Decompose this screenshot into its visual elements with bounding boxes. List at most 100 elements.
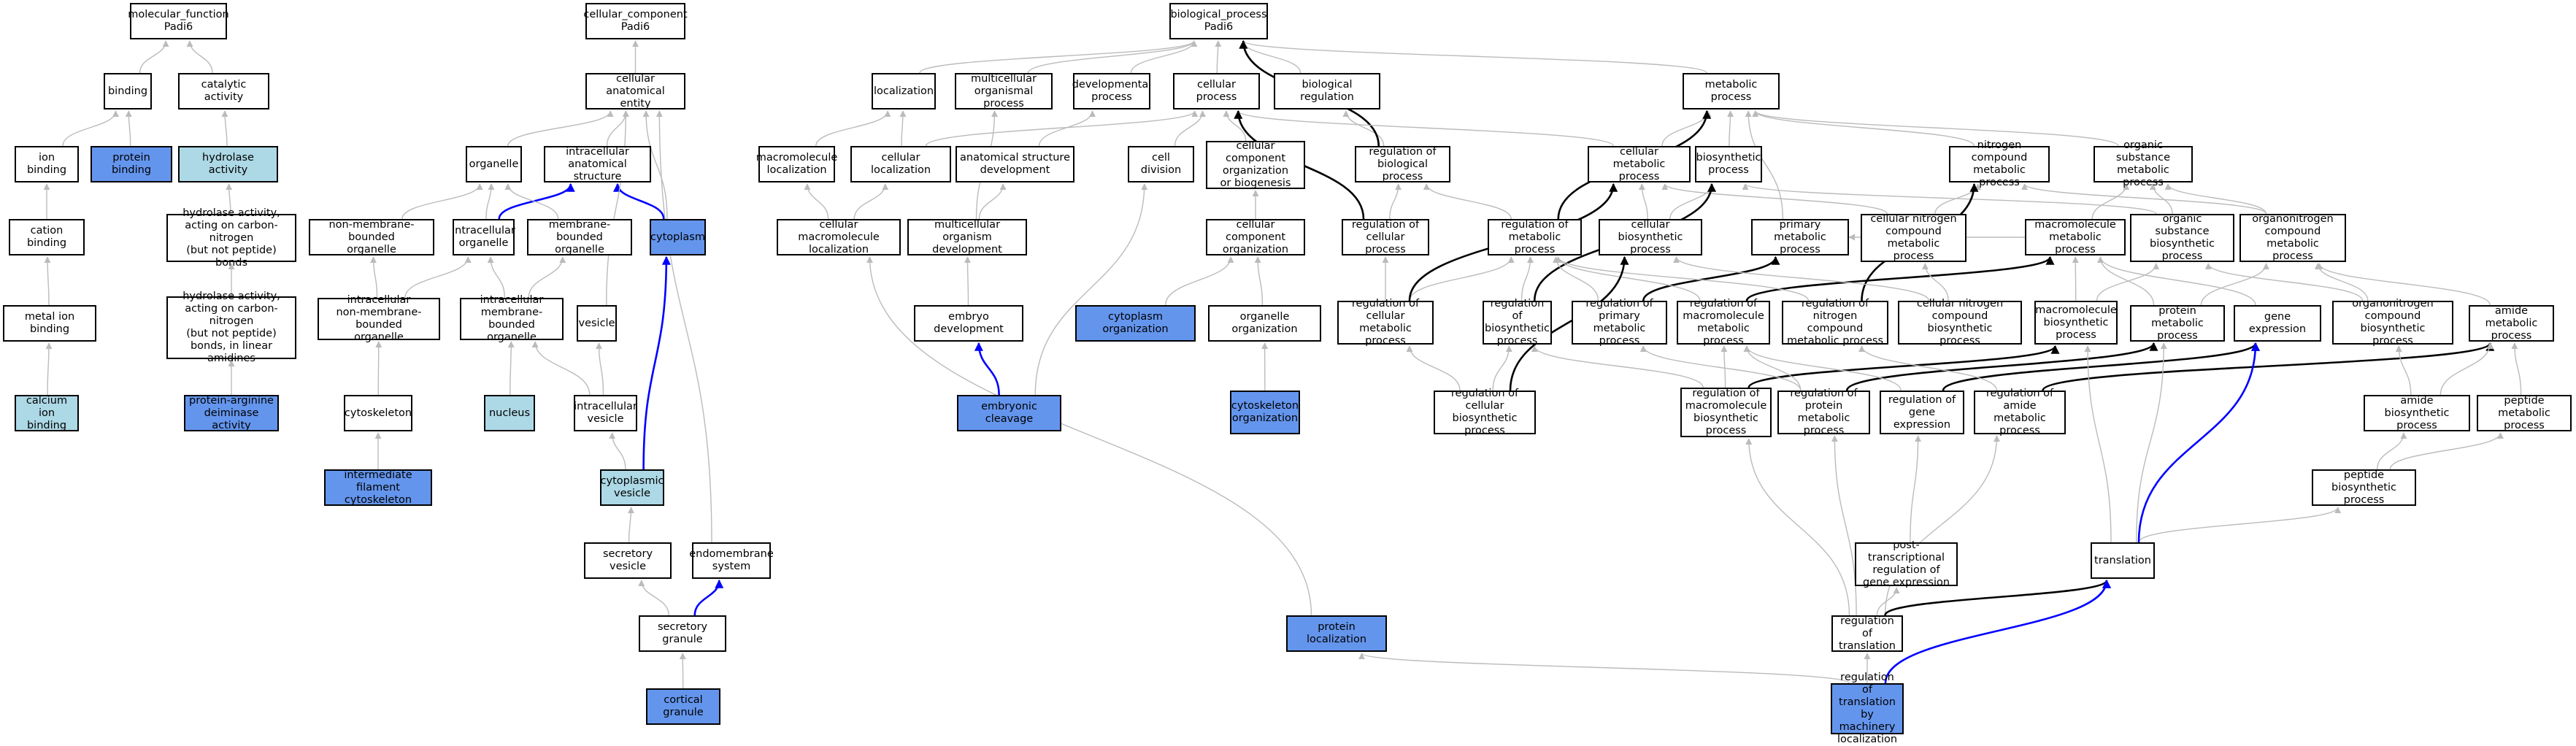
edge-regtransmach-to-translation xyxy=(1885,580,2107,683)
go-term-macromolecule-metabolic-process: macromolecule metabolic process xyxy=(2025,219,2126,255)
edge-regprotmet-to-regprim xyxy=(1643,346,1801,391)
go-term-anatomical-structure-development: anatomical structure development xyxy=(956,146,1074,182)
edge-imbo-to-io xyxy=(491,257,504,298)
edge-embdev-to-mod xyxy=(968,257,969,305)
edge-nucleus-to-imbo xyxy=(510,342,512,395)
go-term-hydrolase-activity-acting-on-carbon-nitrogen-but-not-peptide-bonds-in-linear-amidines: hydrolase activity, acting on carbon-nit… xyxy=(166,296,296,359)
go-term-intracellular-organelle: intracellular organelle xyxy=(453,219,515,255)
edge-vesicle-to-cae xyxy=(607,111,626,305)
edge-regcellbio-to-regbiosyn xyxy=(1493,346,1509,391)
go-term-peptide-biosynthetic-process: peptide biosynthetic process xyxy=(2312,469,2416,506)
edge-ivesicle-to-vesicle xyxy=(599,343,604,395)
edge-metproc-to-bp xyxy=(1243,41,1707,73)
go-term-cytoplasm: cytoplasm xyxy=(650,219,706,255)
edge-calcium-to-metalbind xyxy=(47,343,49,395)
edge-regmacrobio-to-macrobiosyn xyxy=(1749,346,2056,388)
go-term-secretory-granule: secretory granule xyxy=(639,615,726,652)
go-term-protein-metabolic-process: protein metabolic process xyxy=(2130,305,2225,342)
edge-regprotmet-to-regmacro xyxy=(1747,346,1801,391)
go-term-post-transcriptional-regulation-of-gene-expression: post-transcriptional regulation of gene … xyxy=(1855,542,1958,586)
edge-celldiv-to-cellproc xyxy=(1175,111,1203,146)
edge-inmbo-to-io xyxy=(405,257,468,298)
go-term-regulation-of-primary-metabolic-process: regulation of primary metabolic process xyxy=(1572,301,1667,345)
edge-cvesicle-to-ivesicle xyxy=(612,433,626,469)
go-term-secretory-vesicle: secretory vesicle xyxy=(584,542,672,579)
edge-regtrans-to-regmacrobio xyxy=(1749,439,1850,615)
edge-regmet-to-regbio xyxy=(1426,184,1511,219)
edge-translation-to-peptbiosyn xyxy=(2139,507,2338,542)
go-term-regulation-of-biological-process: regulation of biological process xyxy=(1355,146,1450,182)
go-term-binding: binding xyxy=(104,73,152,109)
go-term-cellular-macromolecule-localization: cellular macromolecule localization xyxy=(777,219,901,255)
go-term-cellular-process: cellular process xyxy=(1173,73,1260,109)
edge-ionbind-to-binding xyxy=(63,111,116,146)
go-term-primary-metabolic-process: primary metabolic process xyxy=(1751,219,1849,255)
go-term-developmental-process: developmental process xyxy=(1073,73,1150,109)
go-term-embryonic-cleavage: embryonic cleavage xyxy=(957,395,1061,431)
go-term-non-membrane-bounded-organelle: non-membrane-bounded organelle xyxy=(309,219,434,255)
go-term-cytoplasm-organization: cytoplasm organization xyxy=(1075,305,1196,342)
go-term-multicellular-organism-development: multicellular organism development xyxy=(907,219,1027,255)
go-term-regulation-of-amide-metabolic-process: regulation of amide metabolic process xyxy=(1974,391,2066,434)
go-term-cell-division: cell division xyxy=(1128,146,1194,182)
edge-catalytic-to-mf xyxy=(190,41,212,73)
edge-inmbo-to-nmbo xyxy=(374,257,377,298)
go-term-intracellular-non-membrane-bounded-organelle: intracellular non-membrane-bounded organ… xyxy=(318,298,440,340)
go-term-hydrolase-activity-acting-on-carbon-nitrogen-but-not-peptide-bonds: hydrolase activity, acting on carbon-nit… xyxy=(166,214,296,262)
edge-regmacro-to-regmet xyxy=(1558,257,1700,301)
go-term-cortical-granule: cortical granule xyxy=(646,688,720,725)
go-term-vesicle: vesicle xyxy=(577,305,617,342)
edge-regmacro-to-macromet xyxy=(1747,257,2050,301)
go-term-regulation-of-macromolecule-metabolic-process: regulation of macromolecule metabolic pr… xyxy=(1677,301,1770,345)
edge-protbind-to-binding xyxy=(128,111,131,146)
go-term-intracellular-anatomical-structure: intracellular anatomical structure xyxy=(544,146,651,182)
go-term-biological-regulation: biological regulation xyxy=(1274,73,1380,109)
edge-embcleav-to-embdev xyxy=(979,343,999,395)
edge-embcleav-to-celldiv xyxy=(1035,184,1145,395)
go-term-amide-biosynthetic-process: amide biosynthetic process xyxy=(2364,395,2470,431)
go-term-cellular-localization: cellular localization xyxy=(850,146,951,182)
edge-ivesicle-to-imbo xyxy=(535,342,590,395)
go-term-cellular-component-padi6: cellular_component Padi6 xyxy=(585,3,685,39)
go-term-nucleus: nucleus xyxy=(484,395,535,431)
go-term-cellular-biosynthetic-process: cellular biosynthetic process xyxy=(1599,219,1702,255)
go-term-ion-binding: ion binding xyxy=(15,146,79,182)
go-term-endomembrane-system: endomembrane system xyxy=(692,542,771,579)
edge-cmloc-to-cellloc xyxy=(854,184,885,219)
edge-orgorg-to-cco xyxy=(1258,257,1262,305)
edge-cellbiosyn-to-cellmet xyxy=(1642,184,1648,219)
edge-organelle-to-cae xyxy=(508,111,611,146)
edge-osmet-to-metproc xyxy=(1756,111,2118,146)
go-term-cytoskeleton: cytoskeleton xyxy=(344,395,412,431)
edge-imbo-to-mbo xyxy=(528,257,563,298)
go-term-regulation-of-cellular-process: regulation of cellular process xyxy=(1342,219,1429,255)
go-term-multicellular-organismal-process: multicellular organismal process xyxy=(955,73,1053,109)
edge-ptrgexp-to-reggeneexp xyxy=(1910,436,1918,542)
edge-osbiosyn-to-biosyn xyxy=(1745,184,2156,214)
go-term-membrane-bounded-organelle: membrane-bounded organelle xyxy=(527,219,632,255)
edge-translation-to-macrobiosyn xyxy=(2088,346,2111,542)
go-term-cellular-component-organization: cellular component organization xyxy=(1206,219,1305,255)
edge-cellloc-to-cellproc xyxy=(926,111,1195,146)
edge-metalbind-to-cationbind xyxy=(47,257,49,305)
go-term-biological-process-padi6: biological_process Padi6 xyxy=(1169,3,1268,39)
edge-regmacrobio-to-regbiosyn xyxy=(1534,346,1703,388)
go-term-intracellular-membrane-bounded-organelle: intracellular membrane-bounded organelle xyxy=(460,298,564,340)
go-term-protein-localization: protein localization xyxy=(1286,615,1387,652)
go-term-protein-binding: protein binding xyxy=(91,146,172,182)
edge-oncbiosyn-to-osbiosyn xyxy=(2208,264,2362,301)
edge-io-to-organelle xyxy=(486,184,491,219)
go-term-organelle-organization: organelle organization xyxy=(1208,305,1321,342)
edge-amidebiosyn-to-oncbiosyn xyxy=(2399,346,2411,395)
go-term-regulation-of-metabolic-process: regulation of metabolic process xyxy=(1488,219,1582,255)
edge-biosyn-to-metproc xyxy=(1729,111,1731,146)
edge-regprim-to-regmet xyxy=(1556,257,1599,301)
go-term-regulation-of-cellular-metabolic-process: regulation of cellular metabolic process xyxy=(1337,301,1434,345)
edge-cellproc-to-bp xyxy=(1217,41,1218,73)
edge-regmacrobio-to-regmacro xyxy=(1724,346,1726,388)
edge-protmet-to-oncmet xyxy=(2202,264,2267,305)
go-term-catalytic-activity: catalytic activity xyxy=(178,73,269,109)
go-term-cation-binding: cation binding xyxy=(9,219,85,255)
edge-nmbo-to-organelle xyxy=(402,184,480,219)
go-term-hydrolase-activity: hydrolase activity xyxy=(178,146,278,182)
